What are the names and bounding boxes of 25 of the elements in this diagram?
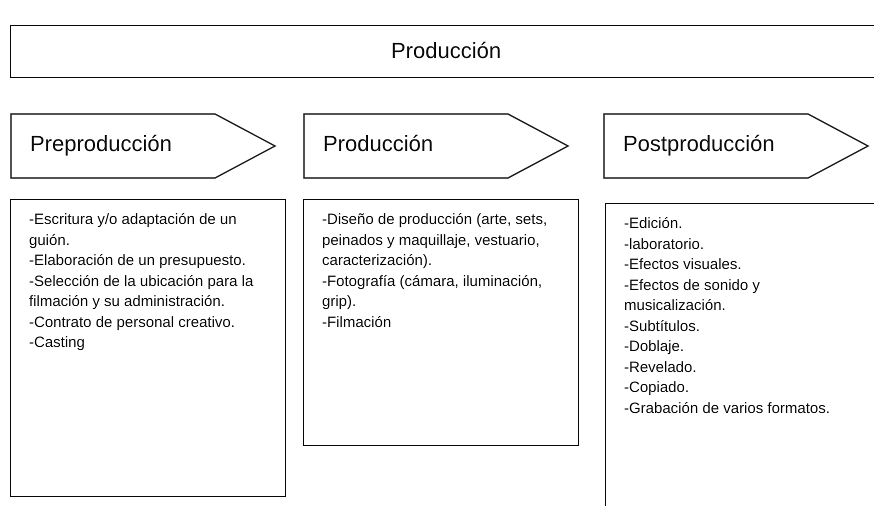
stage-title: Preproducción: [30, 131, 172, 157]
list-item: -Diseño de producción (arte, sets, peinados y maquillaje, vestuario, caracterización).: [322, 210, 548, 271]
list-item: -Selección de la ubicación para la filmación y su administración.: [29, 272, 254, 312]
task-list-box: [605, 203, 874, 506]
list-item: -laboratorio.: [624, 234, 706, 254]
list-item: -Grabación de varios formatos.: [624, 398, 831, 418]
list-item: -Edición.: [624, 214, 684, 234]
list-item: -Casting: [29, 333, 86, 353]
list-item: -Copiado.: [624, 378, 690, 398]
list-item: -Filmación: [322, 312, 392, 332]
stage-title: Postproducción: [623, 131, 775, 157]
stage-title: Producción: [323, 131, 434, 157]
list-item: -Doblaje.: [624, 337, 686, 357]
list-item: -Efectos visuales.: [624, 255, 743, 275]
list-item: -Subtítulos.: [624, 316, 701, 336]
list-item: -Fotografía (cámara, iluminación, grip).: [322, 272, 544, 312]
list-item: -Revelado.: [624, 358, 698, 378]
list-item: -Efectos de sonido y musicalización.: [624, 276, 761, 316]
list-item: -Escritura y/o adaptación de un guión.: [29, 210, 238, 250]
task-list-box: [303, 199, 579, 446]
list-item: -Elaboración de un presupuesto.: [29, 251, 247, 271]
title-text: Producción: [391, 38, 502, 64]
title-box: [10, 25, 874, 78]
list-item: -Contrato de personal creativo.: [29, 312, 236, 332]
task-list-box: [10, 199, 286, 497]
